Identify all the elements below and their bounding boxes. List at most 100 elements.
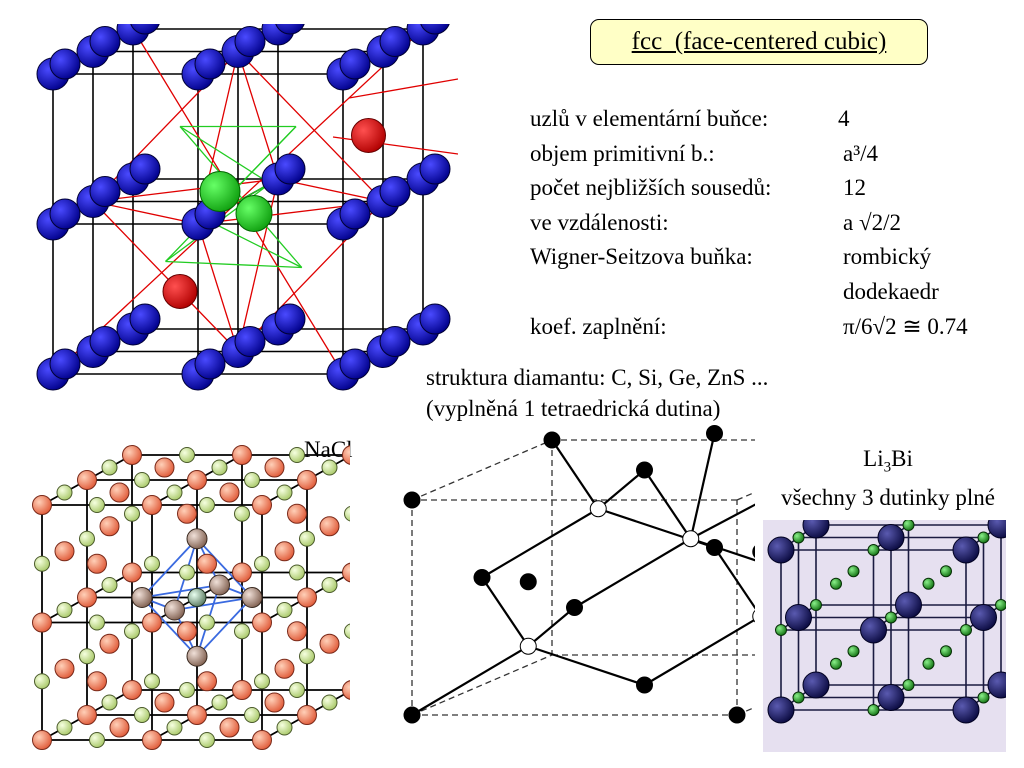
octahedron-edge	[141, 538, 198, 599]
li-atom	[977, 691, 990, 704]
blue-atom	[89, 26, 121, 57]
cl-atom	[321, 459, 338, 476]
octahedral-atom	[241, 587, 263, 608]
na-atom	[264, 457, 285, 478]
li-atom	[922, 657, 935, 670]
bond	[551, 439, 600, 510]
cl-atom	[166, 719, 183, 736]
bi-atom	[877, 684, 905, 711]
blue-atom	[420, 24, 450, 35]
blue-atom	[339, 198, 371, 230]
green-edge	[165, 260, 302, 269]
cell-edge	[736, 706, 755, 716]
red-edge	[348, 78, 458, 99]
na-atom	[342, 562, 350, 583]
na-atom	[54, 658, 75, 679]
cl-atom	[56, 602, 73, 618]
na-atom	[99, 633, 120, 654]
blue-atom	[89, 176, 121, 207]
li3bi-label: Li3Bi všechny 3 dutinky plné	[752, 444, 1024, 512]
cl-atom	[321, 694, 338, 711]
na-atom	[177, 503, 197, 524]
na-atom	[77, 587, 97, 608]
cl-atom	[101, 459, 118, 476]
na-atom	[297, 587, 317, 608]
octahedron-edge	[141, 596, 198, 657]
blue-atom	[49, 48, 81, 80]
na-atom	[32, 730, 52, 750]
bond	[527, 645, 645, 687]
na-atom	[274, 658, 295, 679]
cl-atom	[199, 497, 215, 513]
cl-atom	[134, 472, 150, 488]
cl-atom	[89, 732, 105, 748]
li-atom	[775, 624, 787, 636]
cl-atom	[211, 694, 228, 711]
cl-atom	[289, 682, 305, 698]
na-atom	[142, 612, 162, 633]
carbon-atom	[636, 461, 653, 479]
red-atom	[351, 118, 386, 153]
na-atom	[219, 717, 240, 738]
cl-atom	[234, 623, 250, 640]
cl-atom	[179, 447, 195, 463]
bond	[690, 503, 755, 540]
carbon-atom	[752, 545, 755, 559]
carbon-atom	[728, 706, 746, 724]
bond	[643, 469, 692, 540]
carbon-atom	[473, 569, 491, 586]
property-value: 4	[838, 106, 850, 131]
na-atom	[342, 445, 350, 465]
na-atom	[154, 692, 175, 713]
na-atom	[319, 633, 340, 654]
property-label: koef. zaplnění:	[530, 313, 667, 339]
li-atom	[867, 544, 880, 556]
carbon-atom	[706, 425, 723, 443]
li3bi-name: Li3Bi	[752, 444, 1024, 483]
li3bi-caption: všechny 3 dutinky plné	[781, 484, 995, 510]
green-atom	[199, 171, 241, 212]
property-value: a √2/2	[843, 209, 901, 235]
cl-atom	[254, 673, 270, 690]
na-atom	[319, 516, 340, 537]
cl-atom	[124, 505, 140, 522]
li-atom	[867, 704, 880, 716]
blue-atom	[379, 176, 411, 207]
cell-edge	[736, 491, 755, 501]
li-atom	[977, 531, 990, 544]
property-value: rombický	[843, 244, 932, 270]
cl-atom	[144, 555, 160, 572]
blue-atom	[49, 198, 81, 230]
carbon-atom	[519, 573, 537, 591]
cl-atom	[56, 484, 73, 501]
octahedral-atom	[186, 645, 208, 667]
na-atom	[219, 482, 240, 503]
cl-atom	[144, 673, 160, 690]
li-atom	[960, 624, 972, 636]
blue-atom	[379, 26, 411, 57]
diamond-caption-line2: (vyplněná 1 tetraedrická dutina)	[426, 396, 721, 421]
property-value: dodekaedr	[843, 278, 939, 304]
bond	[643, 618, 755, 686]
bi-atom	[987, 520, 1006, 539]
na-atom	[287, 503, 307, 524]
na-atom	[232, 562, 252, 583]
center-atom	[187, 588, 207, 607]
cl-atom	[179, 564, 195, 581]
bi-atom	[802, 671, 830, 699]
li3bi-name-sub: 3	[883, 459, 892, 476]
green-atom	[235, 195, 273, 232]
cl-atom	[276, 484, 293, 501]
na-atom	[77, 470, 97, 490]
red-edge	[237, 51, 279, 180]
green-edge	[205, 218, 303, 269]
fcc-lattice-image	[36, 24, 458, 391]
cl-atom	[276, 719, 293, 736]
na-atom	[297, 705, 317, 725]
cell-edge	[411, 439, 553, 501]
page-title: fcc (face-centered cubic)	[631, 28, 887, 55]
cl-atom	[199, 614, 215, 631]
blue-atom	[234, 26, 266, 57]
li-atom	[902, 520, 915, 531]
property-value: 12	[843, 175, 866, 201]
